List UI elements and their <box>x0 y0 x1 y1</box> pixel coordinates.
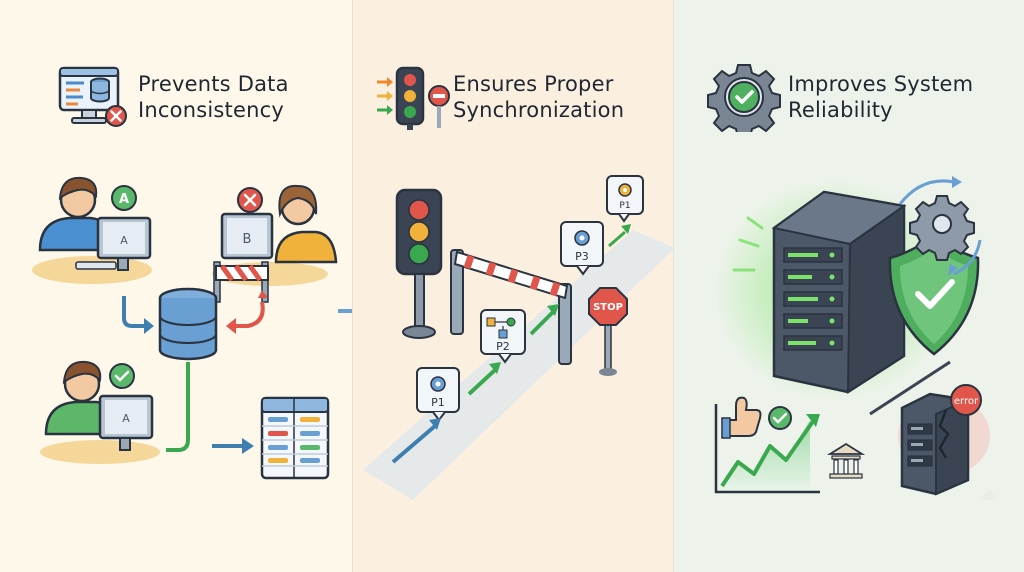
panel-2-title-line1: Ensures Proper <box>453 72 614 96</box>
panel-1-header: Prevents Data Inconsistency <box>56 62 289 132</box>
monitor-database-error-icon <box>58 66 127 127</box>
cycle-arrow-bottom-icon <box>948 264 958 276</box>
thumbs-up-icon <box>721 396 762 439</box>
gear-check-icon <box>707 64 781 132</box>
panel-3-title-line2: Reliability <box>788 98 893 122</box>
arrow-up-4-icon <box>621 224 631 234</box>
barrier-small <box>213 261 269 303</box>
growth-chart-icon <box>714 404 820 494</box>
sparkle-icon <box>981 489 997 500</box>
process-label-p1-top: P1 <box>619 201 630 211</box>
process-label-p3: P3 <box>575 250 589 263</box>
barrier-gate-icon <box>450 249 572 365</box>
user-a-bottom: A <box>40 360 160 464</box>
traffic-light-stop-icon <box>377 66 450 130</box>
process-bubble-p1-low: P1 <box>416 367 460 422</box>
panel-1-illustration: A A B <box>32 176 338 480</box>
server-tower-icon <box>771 190 907 394</box>
cycle-arrow-top-icon <box>952 176 962 188</box>
broken-server-icon <box>898 392 990 496</box>
data-table-icon <box>260 396 330 480</box>
user-b-screen-label: B <box>243 232 252 247</box>
panel-1-title-line1: Prevents Data <box>138 72 289 96</box>
process-bubble-p3: P3 <box>560 221 604 276</box>
panel-2-header: Ensures Proper Synchronization <box>375 62 624 132</box>
panel-improves-system-reliability: Improves System Reliability <box>674 0 1024 572</box>
arrow-up-1-icon <box>429 418 441 430</box>
central-database-icon <box>158 287 218 361</box>
panel-3-illustration: error <box>714 176 997 500</box>
panel-2-illustration: STOP P1 P2 P3 <box>363 175 675 500</box>
bank-building-icon <box>826 442 866 479</box>
stop-sign-icon: STOP <box>588 287 628 376</box>
panel-2-title-line2: Synchronization <box>453 98 625 122</box>
process-label-p2: P2 <box>496 340 510 353</box>
user-a-bottom-screen-label: A <box>122 412 130 425</box>
user-a-top: A <box>32 176 152 284</box>
panel-1-title: Prevents Data Inconsistency <box>138 71 289 123</box>
user-b-right: B <box>212 184 338 286</box>
user-a-top-screen-label: A <box>120 234 128 247</box>
panel-prevents-data-inconsistency: Prevents Data Inconsistency A A B <box>0 0 352 572</box>
check-badge-chart-icon <box>768 406 792 430</box>
arrow-up-2-icon <box>489 362 501 374</box>
panel-2-title: Ensures Proper Synchronization <box>453 71 624 123</box>
stop-sign-label: STOP <box>593 302 623 313</box>
badge-a: A <box>111 185 137 211</box>
error-label: error <box>954 396 979 407</box>
badge-error <box>237 187 263 213</box>
process-bubble-p2: P2 <box>480 309 526 364</box>
arrow-conflict-icon <box>226 318 236 334</box>
panel-3-title-line1: Improves System <box>788 72 974 96</box>
error-badge: error <box>950 384 982 416</box>
badge-check-bottom <box>109 363 135 389</box>
process-bubble-p1-top: P1 <box>606 175 644 223</box>
arrow-up-3-icon <box>547 304 559 316</box>
badge-a-label: A <box>119 192 129 207</box>
panel-3-title: Improves System Reliability <box>788 71 973 123</box>
traffic-light-icon <box>395 188 443 339</box>
arrow-to-table-icon <box>242 438 254 454</box>
panel-3-header: Improves System Reliability <box>706 62 973 132</box>
arrow-to-db-icon <box>144 318 154 334</box>
process-label-p1-low: P1 <box>431 396 445 409</box>
panel-1-title-line2: Inconsistency <box>138 98 284 122</box>
panel-ensures-proper-synchronization: Ensures Proper Synchronization S <box>352 0 675 572</box>
gear-icon <box>909 195 975 261</box>
